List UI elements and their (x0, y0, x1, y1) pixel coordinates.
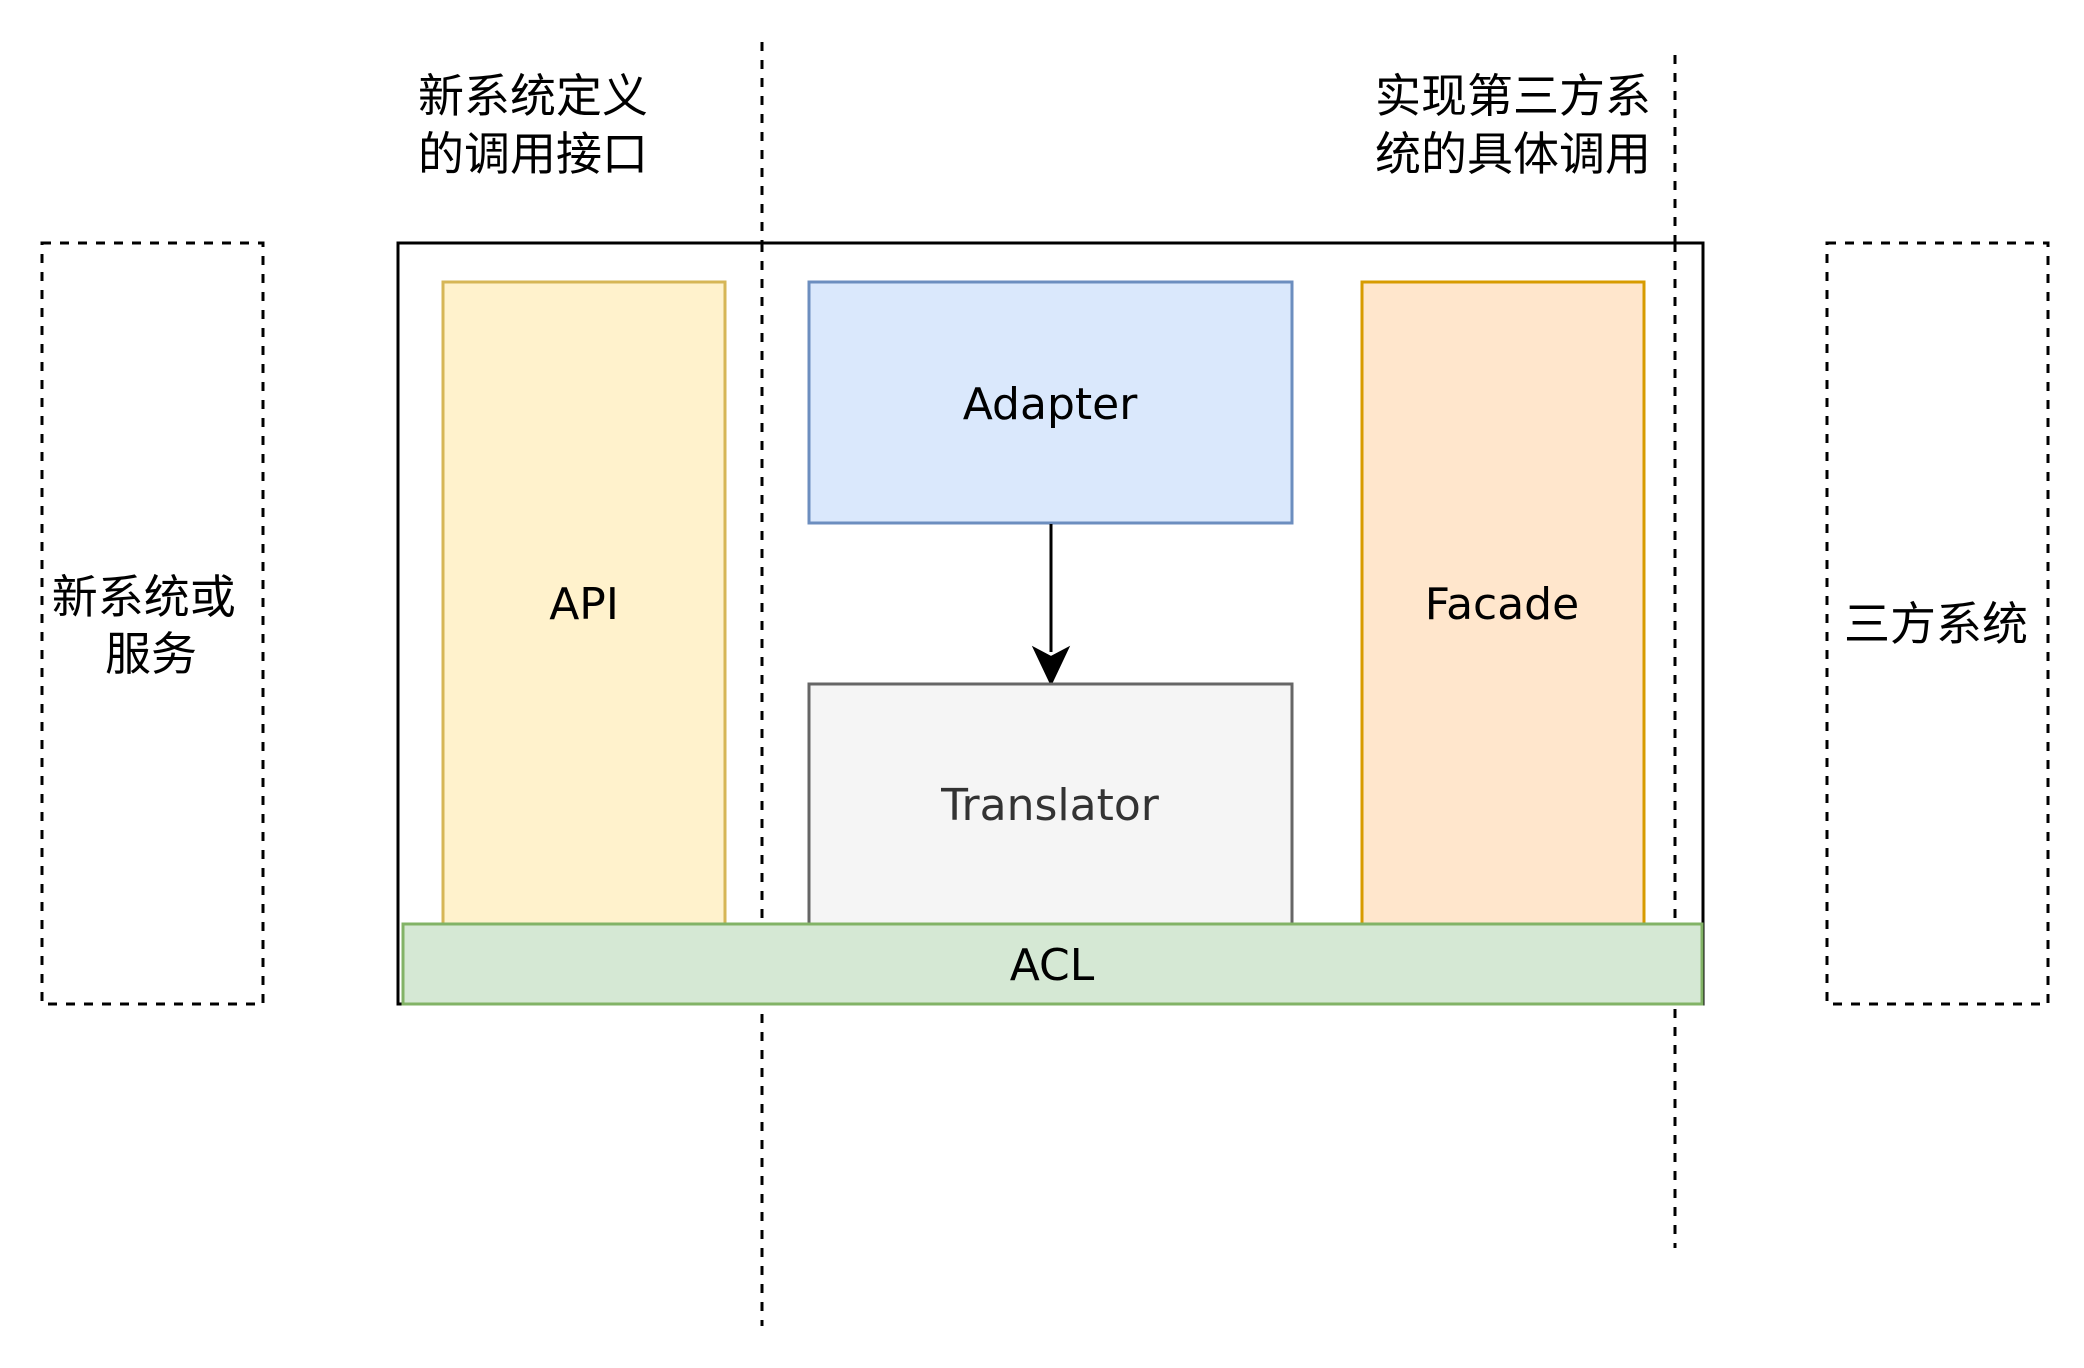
left-system-label: 新系统或 服务 (52, 570, 251, 681)
left-note-line-2: 的调用接口 (418, 127, 648, 181)
right-note: 实现第三方系 统的具体调用 (1375, 69, 1666, 181)
acl-bar (401, 922, 1704, 1006)
left-note-line-1: 新系统定义 (418, 69, 648, 123)
arrow-head (1031, 645, 1071, 687)
left-note: 新系统定义 的调用接口 (418, 69, 663, 181)
adapter-box (807, 280, 1294, 525)
acl-label: ACL (1010, 940, 1095, 991)
right-system-box (1825, 241, 2050, 1006)
facade-box (1360, 280, 1646, 928)
adapter-label: Adapter (963, 379, 1138, 430)
translator-label: Translator (940, 780, 1160, 831)
left-system-line-2: 服务 (105, 627, 197, 681)
facade-label: Facade (1425, 579, 1579, 630)
left-system-line-1: 新系统或 (52, 570, 236, 624)
left-system-box (40, 241, 265, 1006)
api-label: API (549, 579, 619, 630)
right-system-label: 三方系统 (1844, 597, 2028, 651)
right-note-line-1: 实现第三方系 (1375, 69, 1651, 123)
right-note-line-2: 统的具体调用 (1375, 127, 1651, 181)
